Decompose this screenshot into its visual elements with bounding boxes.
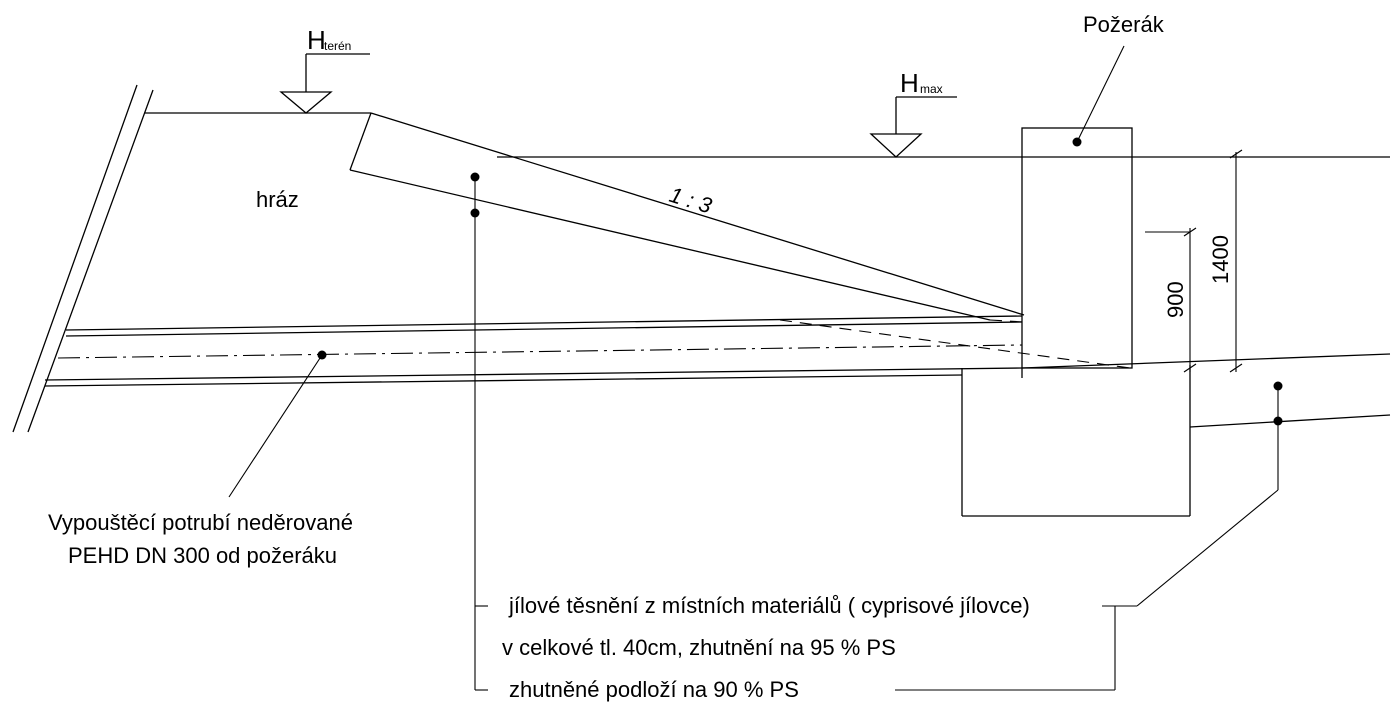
- dim-900-label: 900: [1163, 281, 1188, 318]
- h-teren-marker: [279, 53, 370, 114]
- h-max-sub: max: [920, 82, 943, 96]
- dim-1400-label: 1400: [1208, 235, 1233, 284]
- slope-label: 1 : 3: [667, 182, 716, 219]
- leader-right: [895, 381, 1283, 691]
- h-max-label: H: [900, 68, 919, 98]
- subsoil-line: [1189, 414, 1391, 428]
- leader-seal-subsoil: [470, 172, 488, 691]
- dimension-900: [1145, 227, 1197, 373]
- pozerak-structure: [961, 127, 1191, 517]
- leader-pozerak: [1072, 45, 1125, 147]
- seal-label-line2: v celkové tl. 40cm, zhutnění na 95 % PS: [502, 635, 896, 660]
- h-max-marker: [869, 96, 957, 158]
- h-teren-label: H: [307, 25, 326, 55]
- dimension-1400: [1229, 149, 1243, 373]
- pozerak-label: Požerák: [1083, 12, 1165, 37]
- hraz-label: hráz: [256, 187, 299, 212]
- pipe-label-line1: Vypouštěcí potrubí neděrované: [48, 510, 353, 535]
- h-teren-sub: terén: [324, 39, 351, 53]
- outlet-pipe: [44, 315, 1023, 387]
- pipe-label-line2: PEHD DN 300 od požeráku: [68, 543, 337, 568]
- bottom-line: [1021, 353, 1391, 369]
- subsoil-label: zhutněné podloží na 90 % PS: [509, 677, 799, 702]
- seal-label-line1: jílové těsnění z místních materiálů ( cy…: [508, 593, 1030, 618]
- dam-left-face: [12, 84, 154, 433]
- leader-pipe: [228, 350, 327, 498]
- dam-body-outline: [145, 112, 1025, 316]
